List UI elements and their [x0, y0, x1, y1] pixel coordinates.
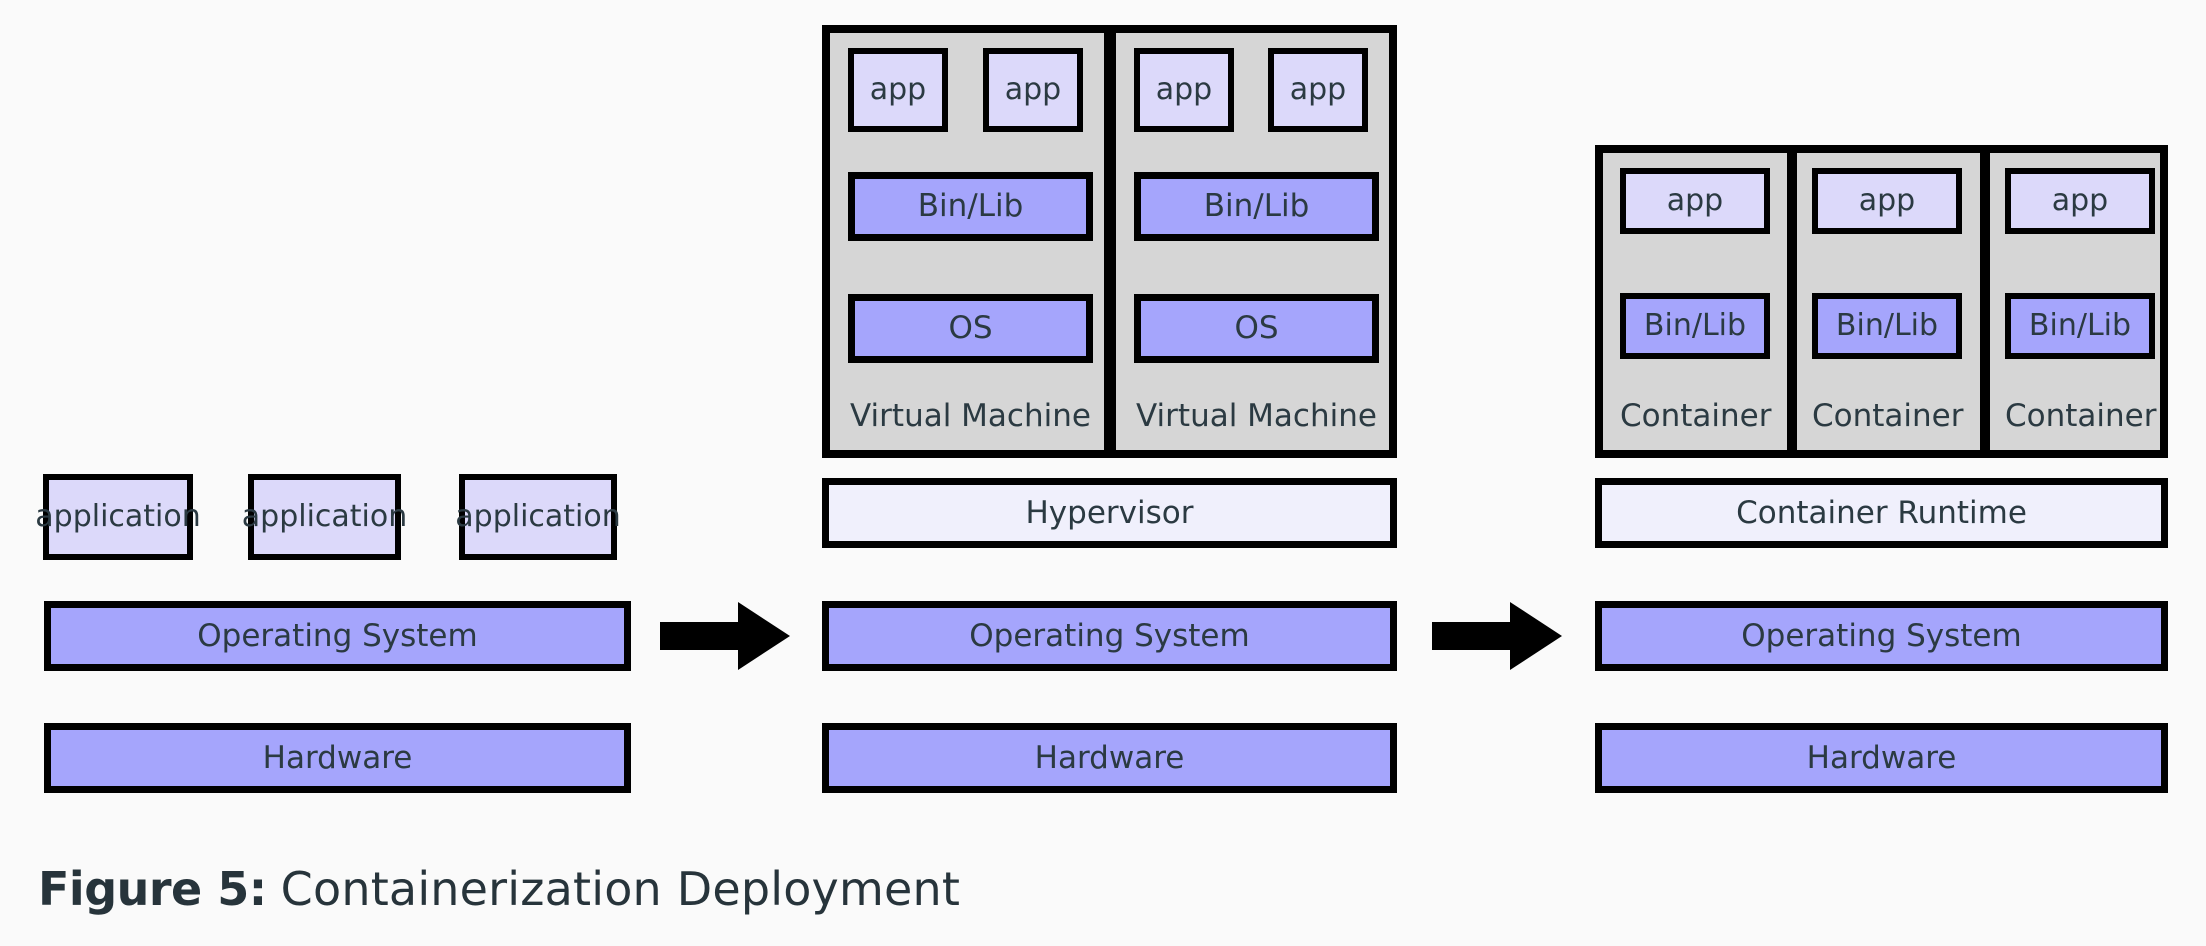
vm-binlib-box: Bin/Lib [1134, 172, 1379, 241]
vm-os-box: OS [1134, 294, 1379, 363]
operating-system-bar: Operating System [1595, 601, 2168, 671]
container-label: Container [2005, 398, 2157, 434]
vm-divider [1104, 25, 1116, 458]
operating-system-bar: Operating System [44, 601, 631, 671]
vm-app-box: app [1268, 48, 1368, 132]
operating-system-bar: Operating System [822, 601, 1397, 671]
vm-label: Virtual Machine [1136, 398, 1377, 434]
application-box: application [242, 474, 407, 560]
vm-app-box: app [983, 48, 1083, 132]
container-binlib-box: Bin/Lib [1812, 293, 1962, 359]
container-label: Container [1620, 398, 1772, 434]
container-app-box: app [2005, 168, 2155, 234]
vm-app-box: app [848, 48, 948, 132]
figure-caption: Figure 5:Containerization Deployment [38, 862, 960, 916]
container-divider [1980, 145, 1990, 458]
hardware-bar: Hardware [44, 723, 631, 793]
hypervisor-bar: Hypervisor [822, 478, 1397, 548]
vm-os-box: OS [848, 294, 1093, 363]
container-divider [1787, 145, 1797, 458]
vm-label: Virtual Machine [850, 398, 1091, 434]
arrow-virtualized-to-containerized [1432, 602, 1562, 670]
container-runtime-bar: Container Runtime [1595, 478, 2168, 548]
vm-app-box: app [1134, 48, 1234, 132]
container-label: Container [1812, 398, 1964, 434]
container-binlib-box: Bin/Lib [2005, 293, 2155, 359]
figure-caption-label: Figure 5: [38, 862, 267, 916]
container-app-box: app [1620, 168, 1770, 234]
hardware-bar: Hardware [822, 723, 1397, 793]
arrow-traditional-to-virtualized [660, 602, 790, 670]
container-app-box: app [1812, 168, 1962, 234]
application-box: application [35, 474, 201, 560]
hardware-bar: Hardware [1595, 723, 2168, 793]
container-binlib-box: Bin/Lib [1620, 293, 1770, 359]
application-box: application [455, 474, 621, 560]
vm-binlib-box: Bin/Lib [848, 172, 1093, 241]
figure-caption-text: Containerization Deployment [280, 862, 961, 916]
